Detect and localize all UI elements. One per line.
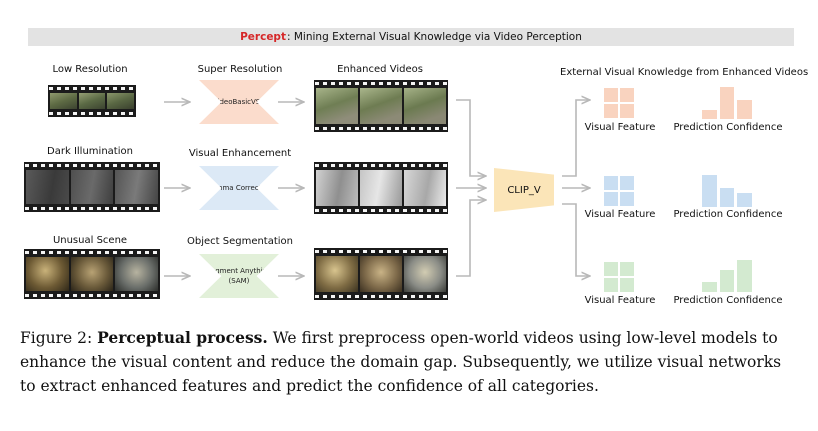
confidence-bar: [702, 282, 717, 292]
film-strip-unusual-scene: [24, 249, 160, 299]
caption-text: We first preprocess open-world videos us…: [20, 329, 782, 395]
visual-feature-label-2: Visual Feature: [584, 209, 656, 220]
film-strip-enhanced-1: [314, 80, 448, 132]
label-unusual-scene: Unusual Scene: [52, 235, 128, 246]
caption-bold: Perceptual process.: [97, 328, 268, 347]
title-text: : Mining External Visual Knowledge via V…: [286, 31, 582, 43]
prediction-confidence-bars-1: [702, 85, 753, 119]
model-name-gamma-correction: Gamma Correction: [205, 184, 273, 192]
model-name-sam: Segment Anything (SAM): [206, 267, 272, 285]
visual-feature-label-3: Visual Feature: [584, 295, 656, 306]
confidence-bar: [702, 110, 717, 119]
film-strip-enhanced-3: [314, 248, 448, 300]
figure-caption: Figure 2: Perceptual process. We first p…: [20, 326, 800, 398]
confidence-bar: [719, 87, 735, 119]
prediction-confidence-bars-3: [702, 258, 753, 292]
visual-feature-grid-2: [604, 176, 634, 206]
label-dark-illumination: Dark Illumination: [47, 146, 133, 157]
film-strip-enhanced-2: [314, 162, 448, 214]
label-object-segmentation: Object Segmentation: [186, 236, 294, 247]
label-super-resolution: Super Resolution: [197, 64, 283, 75]
knowledge-title: External Visual Knowledge from Enhanced …: [560, 67, 809, 78]
prediction-confidence-label-1: Prediction Confidence: [673, 122, 783, 133]
model-name-videobasicvsr: VideoBasicVSR: [212, 98, 266, 106]
confidence-bar: [737, 100, 753, 119]
label-low-resolution: Low Resolution: [52, 64, 128, 75]
prediction-confidence-label-2: Prediction Confidence: [673, 209, 783, 220]
confidence-bar: [719, 270, 735, 292]
confidence-bar: [737, 260, 753, 292]
prediction-confidence-label-3: Prediction Confidence: [673, 295, 783, 306]
confidence-bar: [702, 175, 717, 207]
visual-feature-grid-1: [604, 88, 634, 118]
title-accent: Percept: [240, 31, 286, 43]
film-strip-low-resolution: [48, 85, 136, 117]
visual-feature-label-1: Visual Feature: [584, 122, 656, 133]
label-enhanced-videos: Enhanced Videos: [337, 64, 423, 75]
clip-v-encoder: CLIP_V: [494, 168, 554, 212]
caption-prefix: Figure 2:: [20, 329, 98, 347]
confidence-bar: [737, 193, 753, 207]
confidence-bar: [719, 188, 735, 207]
figure-title-bar: Percept : Mining External Visual Knowled…: [28, 28, 794, 46]
film-strip-dark-illumination: [24, 162, 160, 212]
prediction-confidence-bars-2: [702, 173, 753, 207]
visual-feature-grid-3: [604, 262, 634, 292]
label-visual-enhancement: Visual Enhancement: [188, 148, 292, 159]
clip-v-label: CLIP_V: [507, 184, 541, 196]
